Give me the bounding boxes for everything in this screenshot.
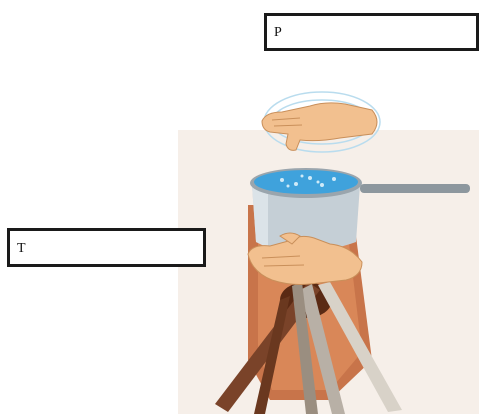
label-box-t: T xyxy=(7,228,206,267)
pot-handle xyxy=(360,184,470,193)
boiling-water xyxy=(254,170,358,194)
label-t-text: T xyxy=(17,241,26,256)
label-box-p: P xyxy=(264,13,479,51)
label-p-text: P xyxy=(274,25,282,40)
